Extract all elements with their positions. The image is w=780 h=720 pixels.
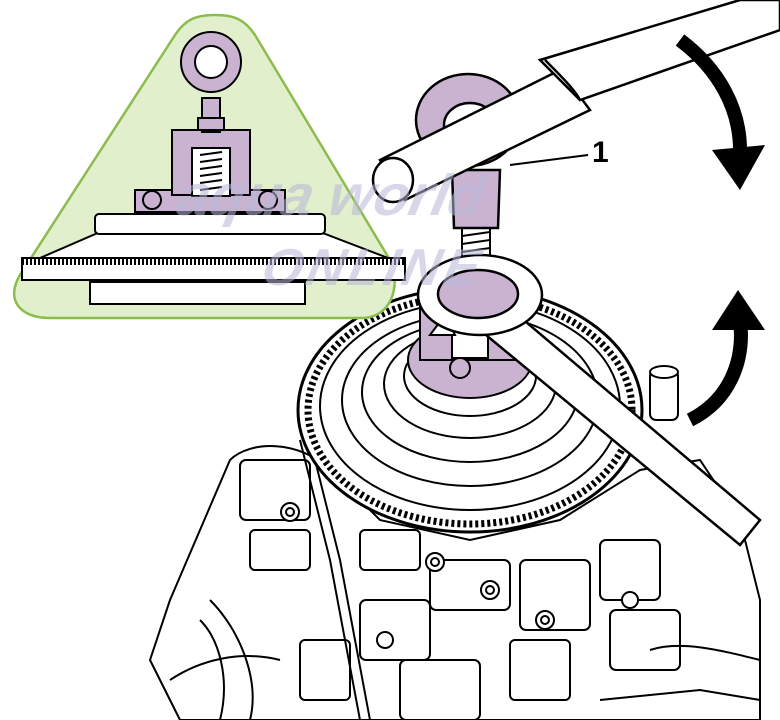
rotate-arrow-top-icon [675, 34, 765, 190]
inset-detail [12, 13, 406, 320]
rotate-arrow-bottom-icon [686, 290, 765, 427]
engine-body [148, 365, 761, 720]
callout-label-1: 1 [592, 136, 609, 169]
callout-leader [509, 154, 589, 166]
watermark: aqua world ONLINE [172, 164, 493, 297]
watermark-text: aqua world [172, 164, 493, 228]
watermark-subtext: ONLINE [257, 239, 490, 297]
ring-wrench [416, 253, 762, 547]
lever-bar [371, 0, 780, 204]
